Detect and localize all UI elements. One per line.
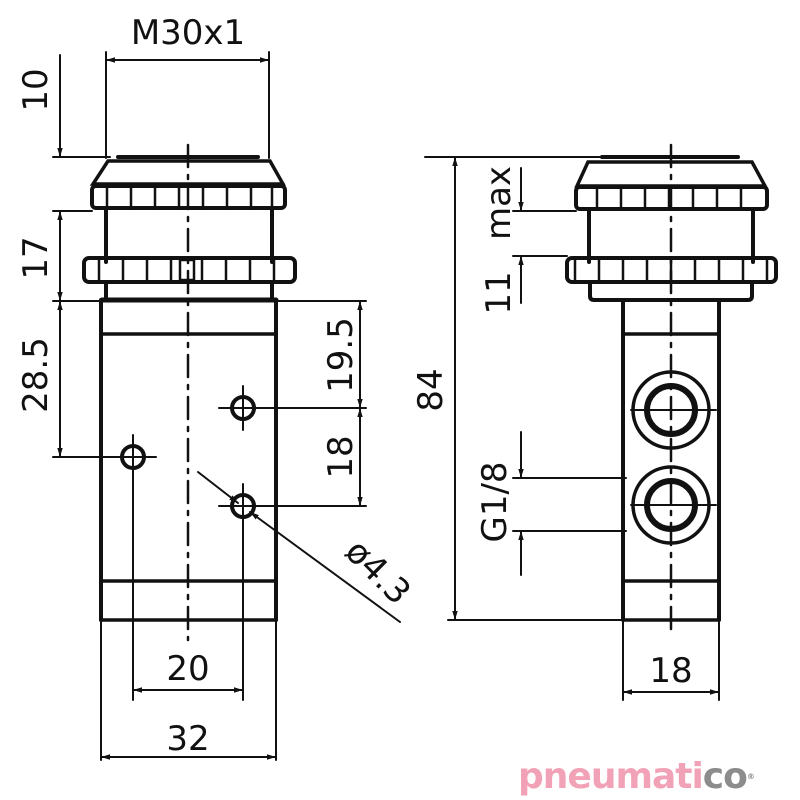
label-dim-diameter-4-3: ø4.3 — [337, 532, 418, 613]
label-max: max — [479, 166, 519, 240]
label-dim-20: 20 — [166, 649, 209, 689]
label-dim-10: 10 — [16, 68, 56, 111]
registered-mark: ® — [746, 772, 755, 781]
label-dim-84: 84 — [411, 368, 451, 411]
label-thread-m30x1: M30x1 — [131, 13, 245, 53]
label-dim-28-5: 28.5 — [16, 337, 56, 413]
label-dim-18-depth: 18 — [649, 651, 692, 691]
label-port-g1-8: G1/8 — [475, 461, 515, 542]
label-dim-11: 11 — [479, 271, 519, 314]
front-view — [52, 51, 401, 761]
label-dim-19-5: 19.5 — [321, 317, 361, 393]
side-view — [424, 143, 778, 701]
label-dim-17: 17 — [16, 236, 56, 279]
label-dim-32: 32 — [166, 719, 209, 759]
brand-logo: pneumatico® — [518, 756, 755, 797]
logo-text-suffix: co — [702, 756, 748, 797]
logo-text-main: pneumati — [518, 756, 704, 797]
label-dim-18-holes: 18 — [321, 435, 361, 478]
